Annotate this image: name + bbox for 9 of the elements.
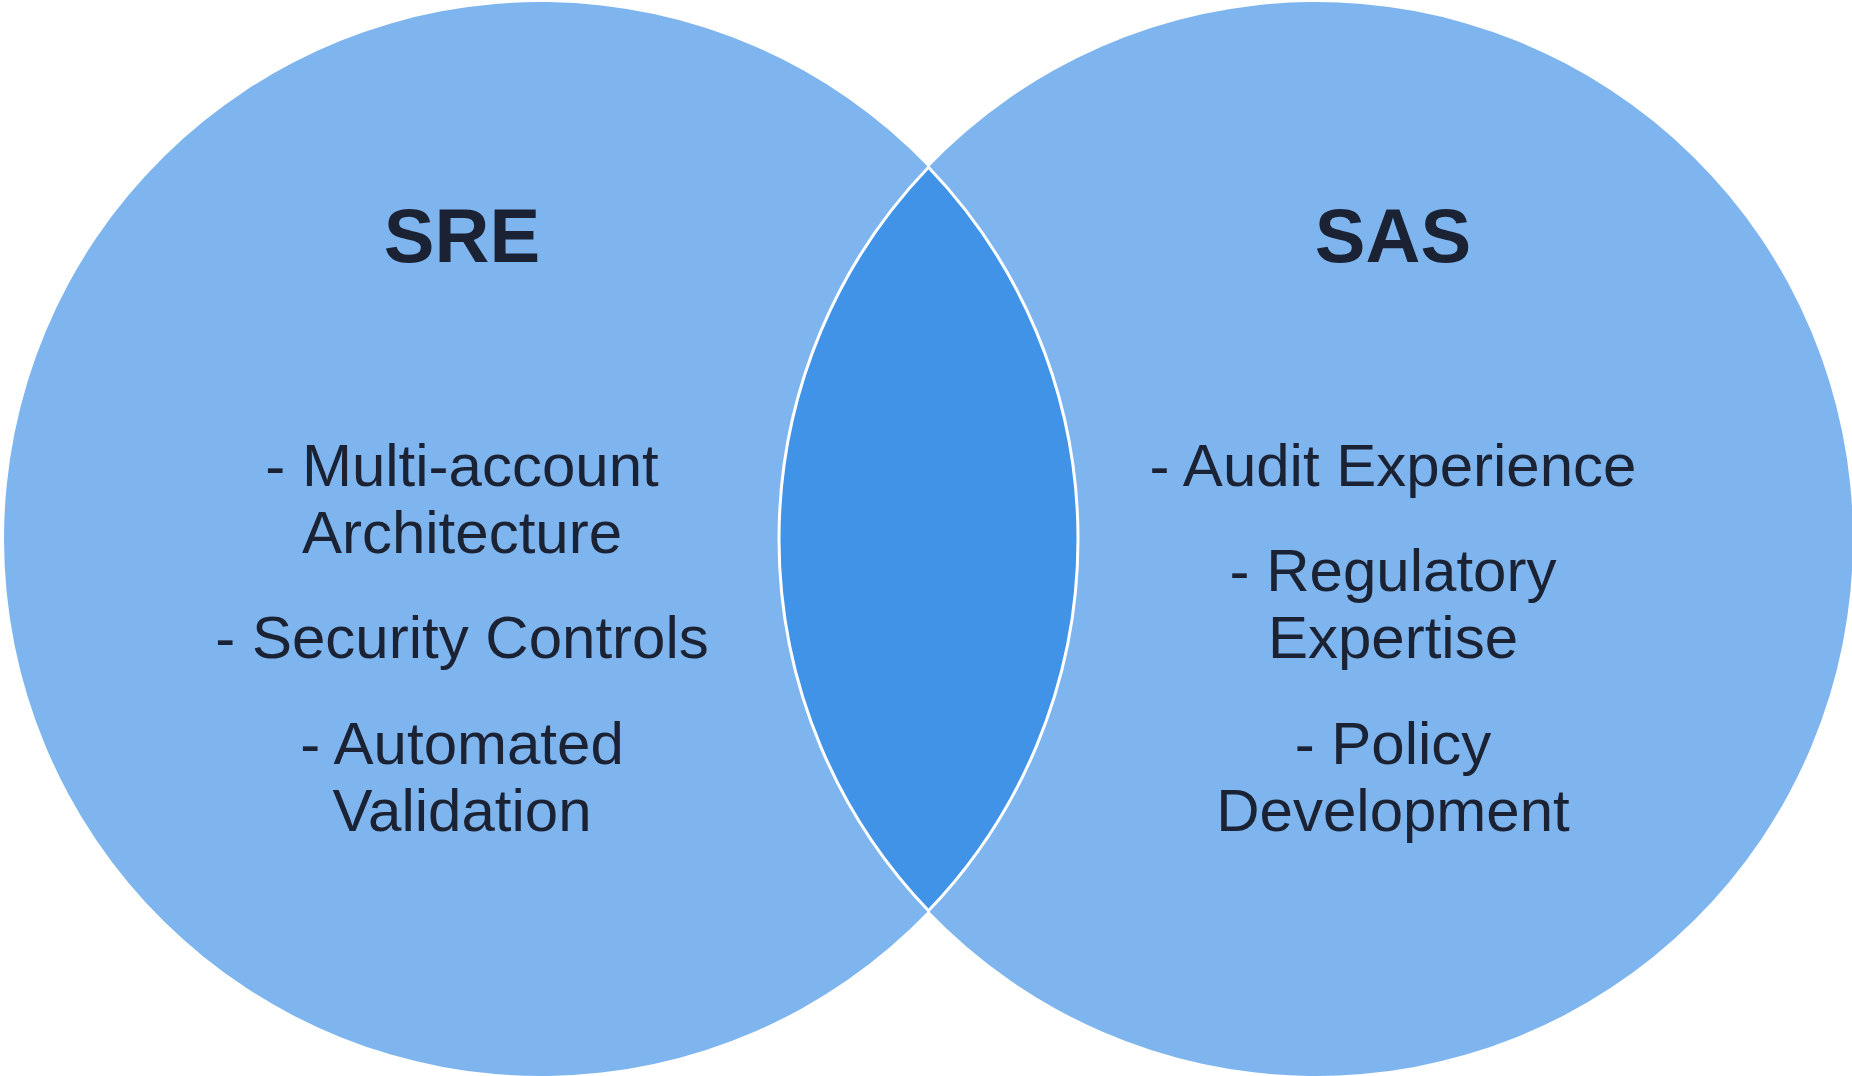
list-item: - Multi-account Architecture [264,432,660,567]
circle-heading: SAS [1314,192,1472,279]
list-item: - Security Controls [214,604,710,672]
circle-heading: SRE [383,192,541,279]
list-item: - Automated Validation [299,709,625,844]
list-item: - Audit Experience [1148,432,1638,500]
list-item: - Regulatory Expertise [1228,537,1558,672]
list-item: - Policy Development [1215,709,1571,844]
overlap-region [777,165,1080,913]
